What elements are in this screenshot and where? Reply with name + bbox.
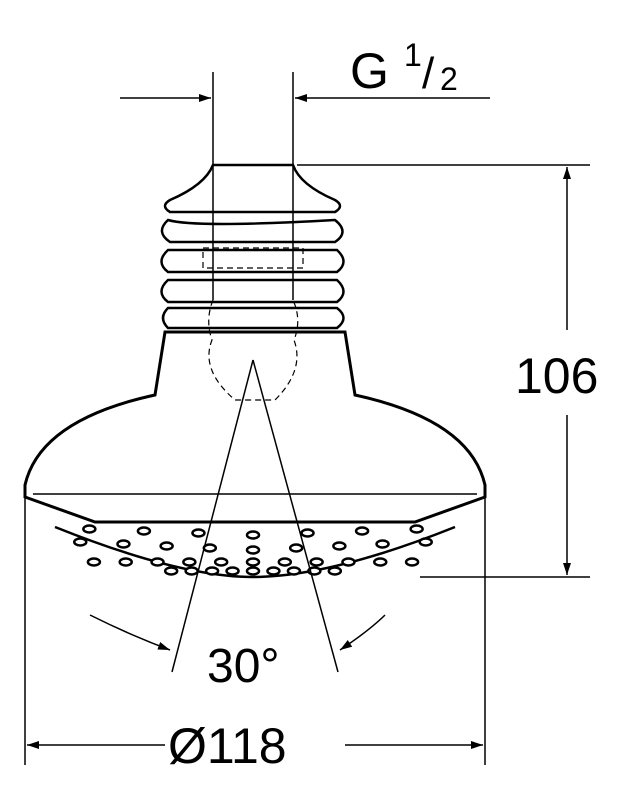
nozzle xyxy=(184,566,199,576)
nozzle xyxy=(354,526,370,536)
nozzle xyxy=(136,526,152,536)
shower-head-body xyxy=(23,330,487,579)
thread-label-denominator: 2 xyxy=(440,61,458,97)
nozzle xyxy=(341,557,356,567)
nozzle xyxy=(286,566,302,576)
thread-label-slash: / xyxy=(422,49,435,98)
nozzle xyxy=(73,537,88,547)
nozzle xyxy=(375,539,390,549)
nozzle xyxy=(245,566,261,576)
diameter-label: Ø118 xyxy=(168,718,287,774)
nozzle xyxy=(309,557,324,567)
nozzle xyxy=(409,524,424,534)
nozzle xyxy=(327,566,343,576)
spray-angle-lines xyxy=(89,359,386,673)
spray-nozzles xyxy=(73,524,433,576)
nozzle xyxy=(82,524,97,534)
nozzle xyxy=(150,557,165,567)
nozzle xyxy=(116,539,131,549)
nozzle xyxy=(277,557,293,567)
nozzle xyxy=(191,528,206,538)
nozzle xyxy=(404,557,420,567)
nozzle xyxy=(373,557,388,567)
thread-dimension: G 1 / 2 xyxy=(120,37,490,300)
thread-label-letter: G xyxy=(350,43,389,99)
nozzle xyxy=(202,543,218,553)
thread-label-numerator: 1 xyxy=(404,37,422,73)
nozzle xyxy=(245,530,261,540)
nozzle xyxy=(163,566,179,576)
nozzle xyxy=(300,528,315,538)
nozzle xyxy=(266,566,281,576)
nozzle xyxy=(332,541,347,551)
nozzle xyxy=(288,543,304,553)
threaded-connector xyxy=(160,163,345,401)
nozzle xyxy=(182,557,197,567)
nozzle xyxy=(86,557,102,567)
spray-angle-label: 30° xyxy=(207,640,280,693)
height-dimension xyxy=(297,164,590,578)
height-label: 106 xyxy=(515,348,598,404)
nozzle xyxy=(245,545,261,555)
nozzle xyxy=(118,557,133,567)
nozzle xyxy=(159,541,174,551)
nozzle xyxy=(213,557,229,567)
nozzle xyxy=(204,566,220,576)
nozzle xyxy=(225,566,240,576)
nozzle xyxy=(418,537,433,547)
nozzle xyxy=(245,557,261,567)
diameter-dimension xyxy=(24,497,486,765)
